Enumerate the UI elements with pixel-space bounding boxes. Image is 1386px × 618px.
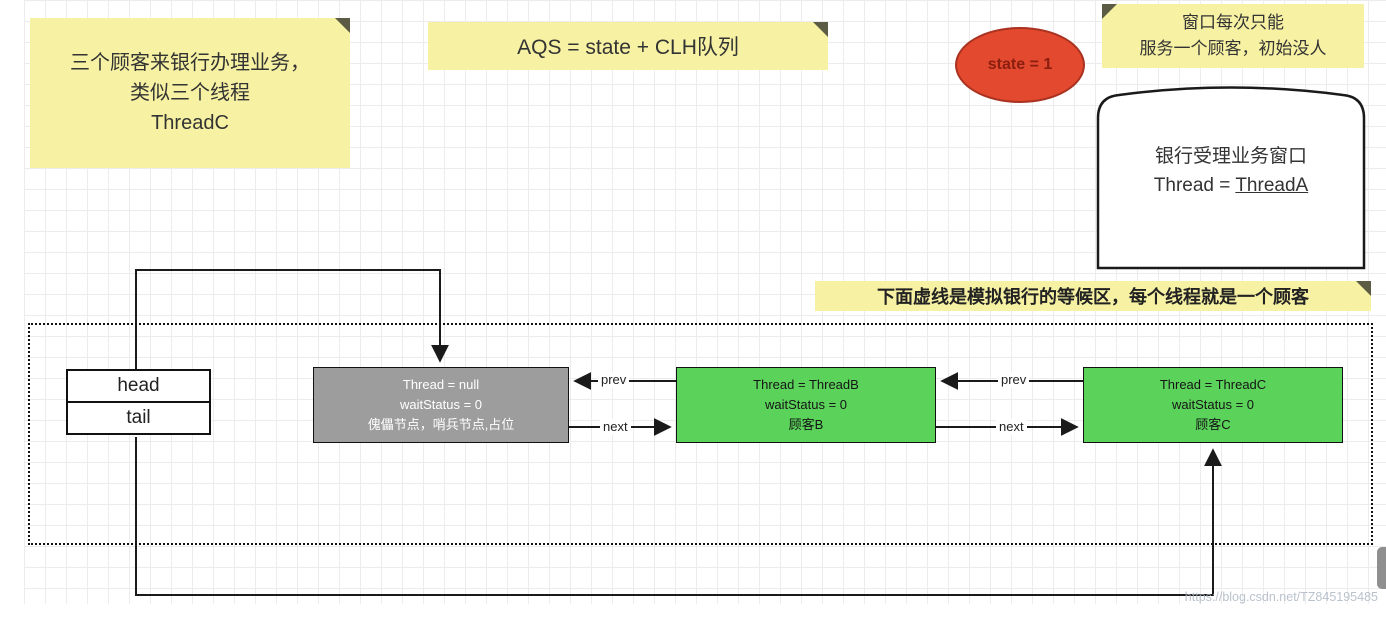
node-waitstatus: waitStatus = 0 bbox=[1171, 396, 1255, 412]
head-pointer-box: head bbox=[66, 369, 211, 403]
folded-corner-icon bbox=[813, 22, 828, 37]
thread-value: ThreadA bbox=[1235, 175, 1309, 197]
note-window-rule: 窗口每次只能 服务一个顾客，初始没人 bbox=[1102, 4, 1364, 68]
node-note: 傀儡节点，哨兵节点,占位 bbox=[367, 417, 515, 433]
node-sentinel: Thread = null waitStatus = 0 傀儡节点，哨兵节点,占… bbox=[313, 367, 569, 443]
note-three-customers: 三个顾客来银行办理业务， 类似三个线程 ThreadC bbox=[30, 18, 350, 168]
scrollbar-thumb[interactable] bbox=[1377, 547, 1386, 589]
bank-service-window: 银行受理业务窗口 Thread = ThreadA bbox=[1095, 84, 1367, 270]
node-waitstatus: waitStatus = 0 bbox=[399, 396, 483, 412]
note-aqs-formula: AQS = state + CLH队列 bbox=[428, 22, 828, 70]
note-line: 窗口每次只能 bbox=[1182, 12, 1284, 32]
edge-label-prev: prev bbox=[998, 372, 1030, 388]
edge-label-prev: prev bbox=[598, 372, 630, 388]
note-line: 三个顾客来银行办理业务， bbox=[70, 52, 310, 74]
service-window-thread: Thread = ThreadA bbox=[1095, 171, 1367, 200]
waiting-area-dotted-box bbox=[28, 323, 1373, 545]
tail-pointer-box: tail bbox=[66, 401, 211, 435]
node-note: 顾客B bbox=[788, 417, 824, 433]
node-waitstatus: waitStatus = 0 bbox=[764, 396, 848, 412]
node-note: 顾客C bbox=[1195, 417, 1231, 433]
thread-prefix: Thread = bbox=[1153, 175, 1236, 197]
node-thread: Thread = ThreadB bbox=[753, 376, 859, 392]
caption-text: 下面虚线是模拟银行的等候区，每个线程就是一个顾客 bbox=[877, 287, 1309, 307]
note-line: 服务一个顾客，初始没人 bbox=[1139, 39, 1327, 58]
head-label: head bbox=[117, 375, 160, 396]
note-text: AQS = state + CLH队列 bbox=[517, 36, 739, 59]
service-window-title: 银行受理业务窗口 bbox=[1154, 146, 1307, 167]
state-ellipse: state = 1 bbox=[955, 27, 1085, 103]
node-threadc: Thread = ThreadC waitStatus = 0 顾客C bbox=[1083, 367, 1343, 443]
window-shape bbox=[1096, 86, 1366, 270]
edge-label-next: next bbox=[600, 419, 631, 435]
note-line: ThreadC bbox=[151, 112, 229, 134]
state-label: state = 1 bbox=[987, 56, 1053, 73]
tail-label: tail bbox=[126, 407, 151, 428]
folded-corner-icon bbox=[1356, 281, 1371, 296]
folded-corner-icon bbox=[1102, 4, 1117, 19]
node-thread: Thread = ThreadC bbox=[1159, 376, 1267, 392]
note-line: 类似三个线程 bbox=[130, 82, 250, 104]
node-threadb: Thread = ThreadB waitStatus = 0 顾客B bbox=[676, 367, 936, 443]
note-waiting-area-caption: 下面虚线是模拟银行的等候区，每个线程就是一个顾客 bbox=[815, 281, 1371, 311]
watermark-text: https://blog.csdn.net/TZ845195485 bbox=[1184, 590, 1378, 604]
service-window-text: 银行受理业务窗口 Thread = ThreadA bbox=[1095, 142, 1367, 201]
edge-label-next: next bbox=[996, 419, 1027, 435]
node-thread: Thread = null bbox=[402, 376, 480, 392]
folded-corner-icon bbox=[335, 18, 350, 33]
